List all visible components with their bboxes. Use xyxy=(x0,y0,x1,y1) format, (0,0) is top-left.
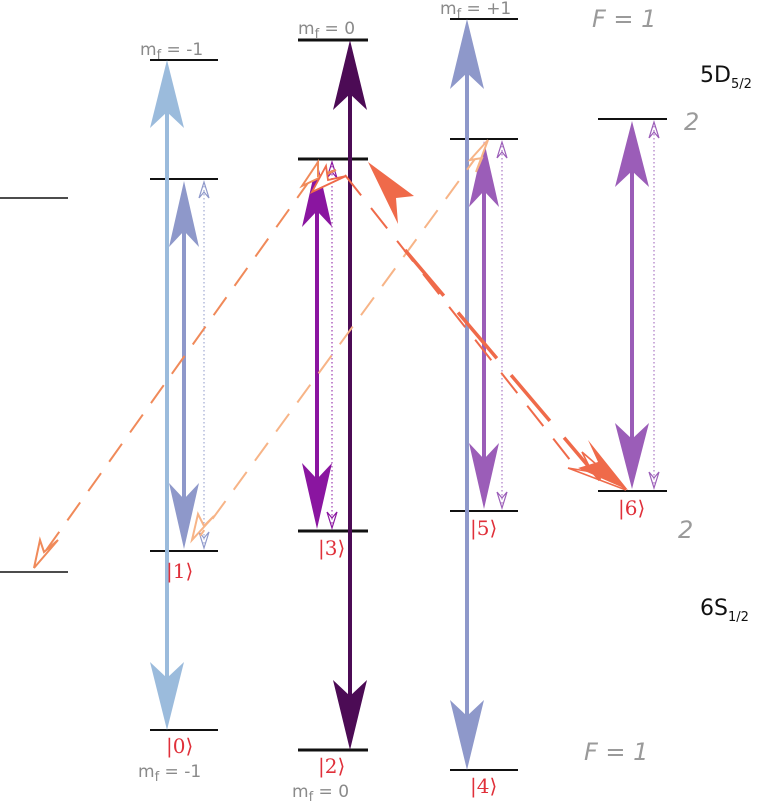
dotted-arrowhead-col5-top xyxy=(496,139,508,159)
F-label-top: F = 1 xyxy=(592,5,656,33)
decay-arrowheads xyxy=(33,139,628,569)
F-label-bottom-right: 2 xyxy=(678,516,693,544)
labels: mf = -1 mf = 0 mf = +1 mf = -1 mf = 0 F … xyxy=(138,0,752,803)
arrowhead-6-top xyxy=(615,121,649,187)
mf-label-top-left: mf = -1 xyxy=(140,40,203,63)
mf-label-bot-left: mf = -1 xyxy=(138,762,201,785)
arrowhead-1-bot xyxy=(169,483,199,549)
hollow-arrowhead-left-lower xyxy=(33,536,59,569)
energy-levels xyxy=(0,18,667,771)
F-label-bottom: F = 1 xyxy=(584,738,648,766)
mf-label-bot-mid: mf = 0 xyxy=(292,782,349,803)
mf-label-top-mid: mf = 0 xyxy=(298,19,355,42)
decay-to-left-lower xyxy=(41,179,311,557)
dotted-arrowhead-col5-bot xyxy=(496,491,508,511)
dotted-arrowhead-col6-top xyxy=(648,119,660,139)
filled-arrowhead-coral-6 xyxy=(578,440,628,490)
arrowhead-0-bot xyxy=(150,662,184,730)
arrowhead-6-bot xyxy=(615,423,649,489)
hollow-arrowhead-1 xyxy=(190,511,215,544)
solid-transitions xyxy=(150,19,649,770)
arrowhead-3-bot xyxy=(302,463,332,529)
dashed-decays xyxy=(41,151,602,557)
F-label-top-right: 2 xyxy=(684,108,699,136)
ket-0: |0⟩ xyxy=(166,734,193,759)
arrowhead-2-bot xyxy=(333,680,367,750)
arrowhead-0-top xyxy=(150,60,184,128)
arrowhead-5-bot xyxy=(469,443,499,509)
mf-label-top-right: mf = +1 xyxy=(440,0,511,22)
arrowhead-5-top xyxy=(469,141,499,207)
arrowhead-1-top xyxy=(169,181,199,247)
ket-1: |1⟩ xyxy=(166,559,193,584)
ket-2: |2⟩ xyxy=(318,754,345,779)
dotted-transitions xyxy=(203,122,655,548)
state-label-6S: 6S1/2 xyxy=(700,596,749,625)
filled-arrowhead-coral-top xyxy=(368,162,414,224)
ket-5: |5⟩ xyxy=(470,516,497,541)
decay-to-6-thick xyxy=(403,248,602,482)
dotted-arrowhead-col1-bot xyxy=(198,531,210,551)
hollow-arrowhead-top-mf1 xyxy=(467,139,489,173)
hollow-arrowhead-top-mf0-b xyxy=(309,163,347,194)
arrowhead-2-top xyxy=(333,40,367,110)
arrowhead-3-top xyxy=(302,161,332,227)
decay-to-1 xyxy=(199,151,481,537)
arrowhead-4-top xyxy=(450,19,484,89)
state-label-5D: 5D5/2 xyxy=(700,63,752,92)
dotted-arrowhead-col1-top xyxy=(198,179,210,199)
ket-3: |3⟩ xyxy=(318,536,345,561)
ket-6: |6⟩ xyxy=(618,496,645,521)
hollow-arrowhead-coral-6 xyxy=(567,451,627,491)
dotted-arrowhead-col6-bot xyxy=(648,471,660,491)
dotted-arrowhead-col3-bot xyxy=(326,511,338,531)
ket-4: |4⟩ xyxy=(470,774,497,799)
dotted-arrowheads xyxy=(198,119,660,551)
arrowhead-4-bot xyxy=(450,700,484,770)
decay-to-6-thin xyxy=(344,174,579,471)
